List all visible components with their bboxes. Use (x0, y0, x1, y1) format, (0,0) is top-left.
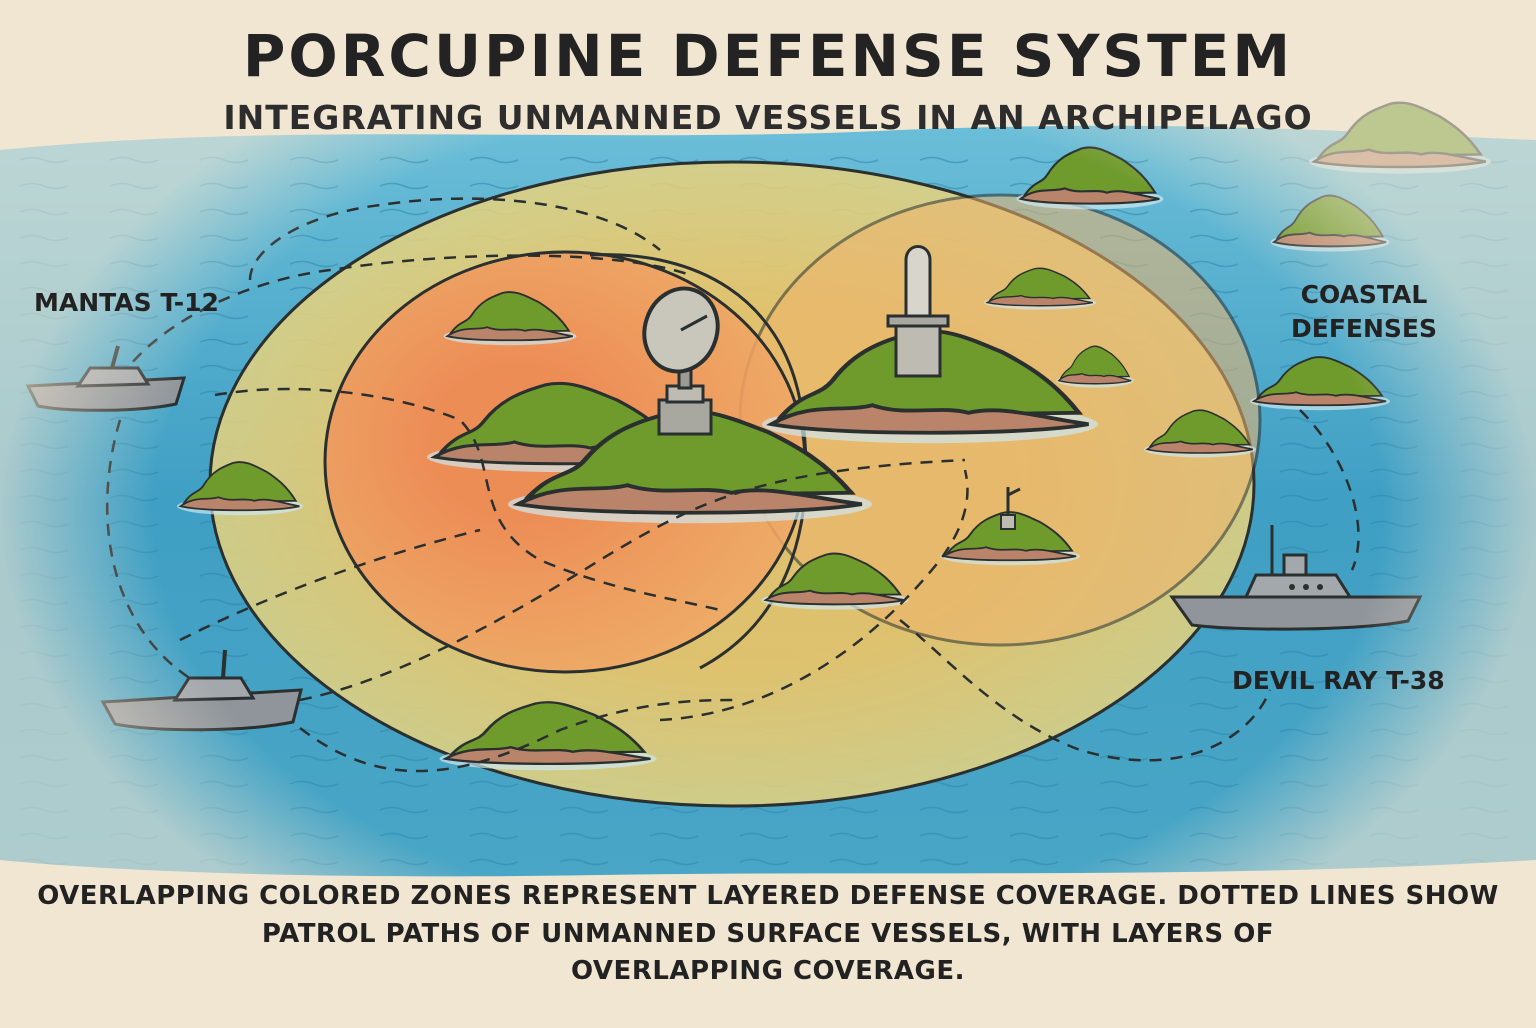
caption-line: OVERLAPPING COVERAGE. (571, 956, 965, 987)
page-subtitle: INTEGRATING UNMANNED VESSELS IN AN ARCHI… (223, 98, 1313, 137)
label-devil-ray: DEVIL RAY T-38 (1232, 666, 1445, 695)
label-defenses-line: DEFENSES (1291, 313, 1437, 343)
caption-line: OVERLAPPING COLORED ZONES REPRESENT LAYE… (37, 881, 1499, 911)
page-title: PORCUPINE DEFENSE SYSTEM (242, 22, 1294, 90)
label-mantas: MANTAS T-12 (34, 288, 219, 317)
caption-line: PATROL PATHS OF UNMANNED SURFACE VESSELS… (261, 918, 1275, 949)
caption: OVERLAPPING COLORED ZONES REPRESENT LAYE… (0, 878, 1536, 991)
label-coastal-line: COASTAL (1300, 280, 1428, 309)
label-coastal-defenses: COASTAL DEFENSES (1276, 278, 1452, 346)
